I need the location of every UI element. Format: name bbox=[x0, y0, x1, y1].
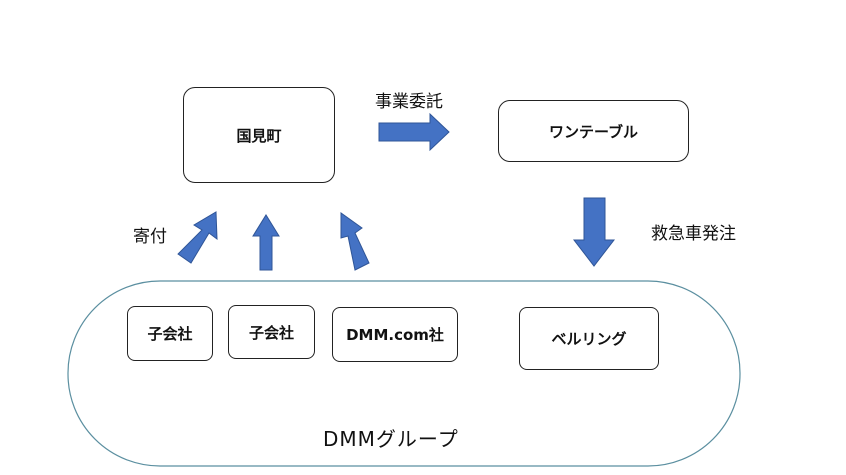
subsidiary-box-1: 子会社 bbox=[127, 306, 213, 361]
outsourcing-arrow bbox=[378, 112, 450, 152]
belring-label: ベルリング bbox=[551, 330, 627, 348]
subsidiary-box-2: 子会社 bbox=[228, 305, 315, 359]
dmm-group-outline bbox=[67, 280, 741, 467]
dmm-com-box: DMM.com社 bbox=[332, 307, 458, 362]
onetable-box: ワンテーブル bbox=[498, 100, 689, 162]
donation-label: 寄付 bbox=[133, 227, 167, 247]
ambulance-order-label: 救急車発注 bbox=[651, 224, 736, 244]
donation-arrow-left bbox=[177, 211, 218, 264]
donation-arrow-center bbox=[252, 214, 280, 271]
outsourcing-label: 事業委託 bbox=[375, 92, 443, 112]
subsidiary-label-2: 子会社 bbox=[248, 323, 294, 342]
dmm-group-label: DMMグループ bbox=[323, 427, 459, 451]
dmm-com-label: DMM.com社 bbox=[346, 326, 444, 344]
subsidiary-label-1: 子会社 bbox=[147, 325, 193, 343]
onetable-label: ワンテーブル bbox=[548, 122, 639, 141]
donation-arrow-right bbox=[340, 212, 370, 271]
belring-box: ベルリング bbox=[519, 307, 659, 370]
ambulance-order-arrow bbox=[572, 197, 616, 267]
kunimi-town-label: 国見町 bbox=[236, 126, 282, 145]
kunimi-town-box: 国見町 bbox=[183, 87, 335, 183]
